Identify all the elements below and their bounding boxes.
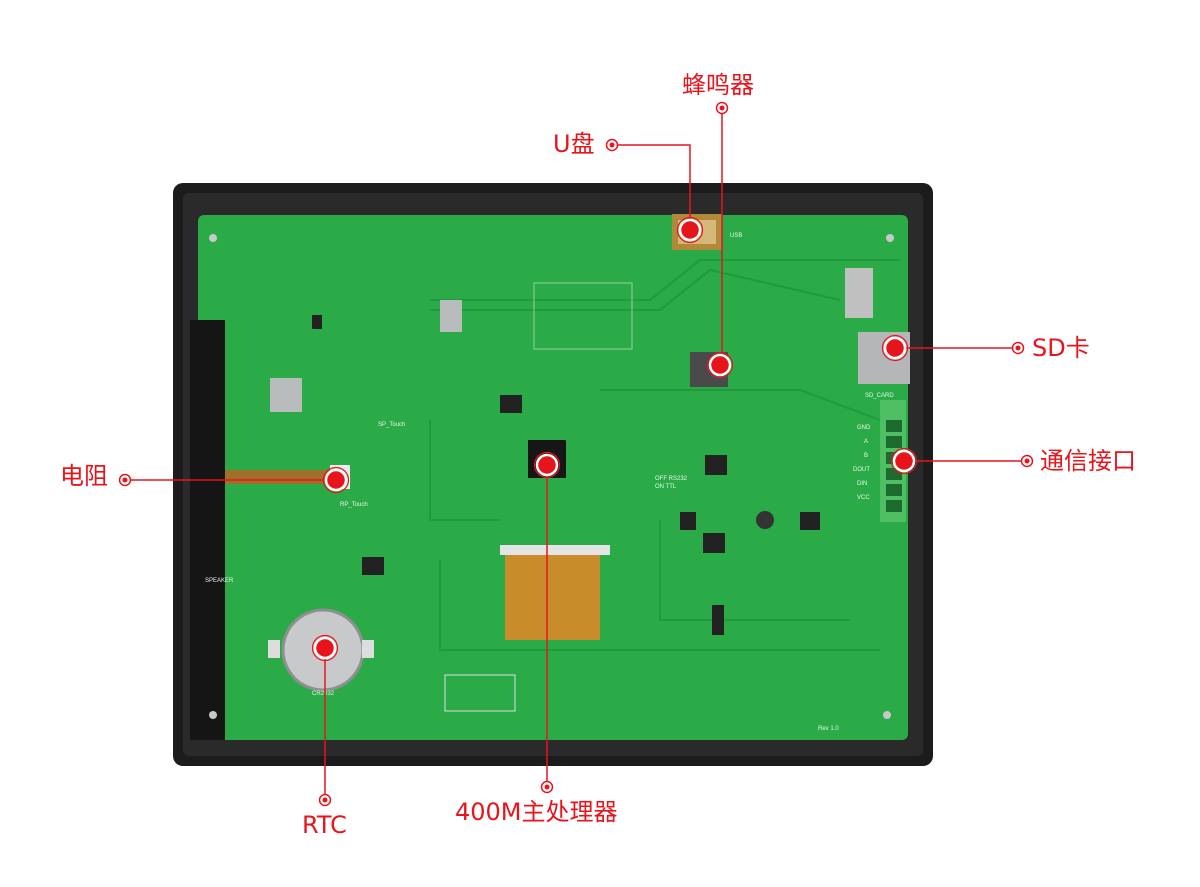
mode-on-silk: ON TTL	[655, 484, 677, 490]
resistive-touch-cable	[225, 470, 335, 484]
label-resistor: 电阻	[60, 462, 108, 490]
terminal-labels: GND A B DOUT DIN VCC	[853, 425, 871, 501]
svg-text:B: B	[864, 453, 868, 459]
label-rtc: RTC	[302, 811, 347, 839]
label-comm-port: 通信接口	[1040, 447, 1136, 475]
svg-text:GND: GND	[857, 425, 871, 431]
svg-text:VCC: VCC	[857, 495, 870, 501]
label-sd-card: SD卡	[1032, 334, 1090, 362]
speaker-silk: SPEAKER	[205, 578, 234, 584]
svg-text:DOUT: DOUT	[853, 467, 870, 473]
ffc-ribbon	[505, 555, 600, 640]
label-buzzer: 蜂鸣器	[682, 71, 754, 99]
revision-silk: Rev 1.0	[818, 726, 839, 732]
svg-text:A: A	[864, 439, 868, 445]
usb-silk: USB	[730, 233, 742, 239]
target-dots	[311, 216, 918, 662]
callout-lines	[125, 108, 1027, 800]
label-cpu: 400M主处理器	[455, 798, 618, 826]
sp-touch-silk: SP_Touch	[378, 422, 405, 428]
svg-text:DIN: DIN	[857, 481, 867, 487]
mode-off-silk: OFF RS232	[655, 476, 688, 482]
rp-touch-silk: RP_Touch	[340, 502, 368, 508]
battery-silk: CR2032	[312, 691, 335, 697]
sd-silk: SD_CARD	[865, 393, 894, 399]
label-usb-disk: U盘	[553, 130, 595, 158]
